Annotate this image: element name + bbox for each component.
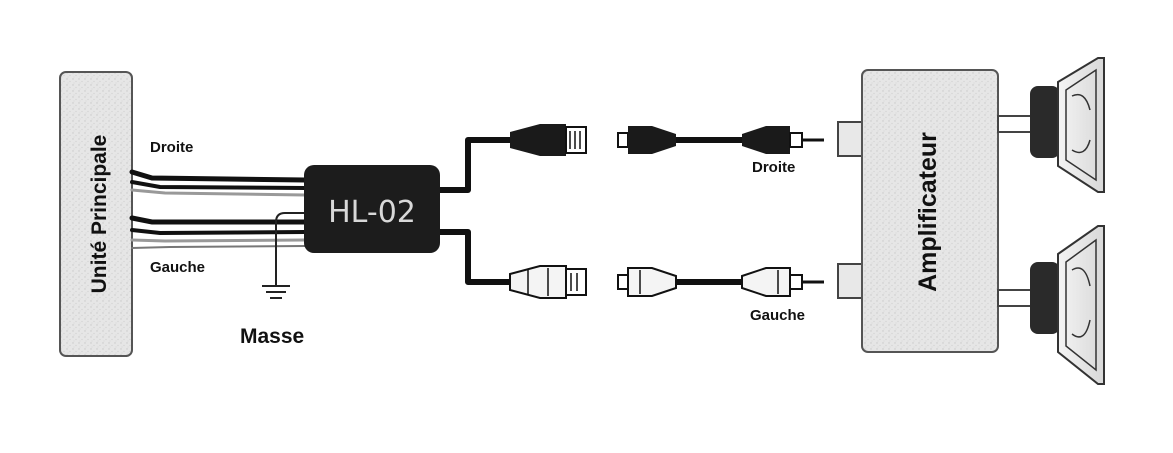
- amplifier-label: Amplificateur: [914, 132, 942, 292]
- rca-plug-right-converter: [510, 124, 587, 156]
- wire-left-label: Gauche: [150, 259, 205, 276]
- rca-extension-right: [617, 126, 824, 154]
- amplifier: Amplificateur: [861, 69, 999, 353]
- wire-right-label: Droite: [150, 139, 193, 156]
- rca-output-cables: [440, 137, 515, 285]
- head-unit: Unité Principale: [59, 71, 133, 357]
- ground-label: Masse: [240, 325, 304, 348]
- rca-extension-left: [617, 267, 824, 297]
- converter-label: HL-02: [328, 195, 416, 230]
- speaker-right-icon: [1030, 57, 1105, 193]
- ground-symbol-icon: [262, 285, 290, 299]
- speaker-left-icon: [1030, 225, 1105, 385]
- amplifier-input-jacks: [837, 121, 865, 299]
- hl-02-converter: HL-02: [304, 165, 440, 253]
- speaker-wires: [129, 169, 308, 286]
- amp-speaker-connectors: [997, 115, 1037, 307]
- rca-left-label: Gauche: [750, 307, 805, 324]
- rca-right-label: Droite: [752, 159, 795, 176]
- head-unit-label: Unité Principale: [88, 135, 111, 294]
- rca-plug-left-converter: [509, 265, 587, 299]
